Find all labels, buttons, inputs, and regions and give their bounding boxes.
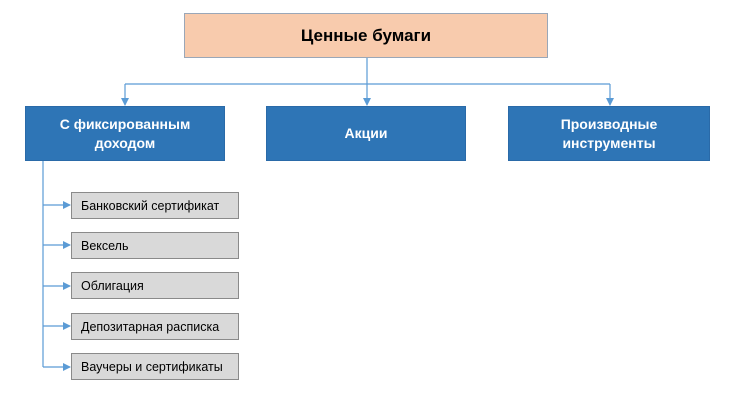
fixed-income-item-label: Депозитарная расписка [81,319,220,334]
category-derivatives-label: Производные инструменты [560,115,658,151]
fixed-income-item-vouchers: Ваучеры и сертификаты [71,353,239,380]
fixed-income-item-bill: Вексель [71,232,239,259]
category-derivatives: Производные инструменты [508,106,710,161]
fixed-income-item-bond: Облигация [71,272,239,299]
category-shares: Акции [266,106,466,161]
fixed-income-item-label: Банковский сертификат [81,198,220,213]
category-fixed-income-label: С фиксированным доходом [59,115,191,151]
fixed-income-item-depositary-receipt: Депозитарная расписка [71,313,239,340]
root-node-securities: Ценные бумаги [184,13,548,58]
category-shares-label: Акции [344,125,388,141]
fixed-income-item-label: Ваучеры и сертификаты [81,359,223,374]
category-fixed-income: С фиксированным доходом [25,106,225,161]
fixed-income-item-label: Вексель [81,238,129,253]
fixed-income-item-label: Облигация [81,278,144,293]
fixed-income-item-bank-certificate: Банковский сертификат [71,192,239,219]
root-node-label: Ценные бумаги [300,25,432,45]
